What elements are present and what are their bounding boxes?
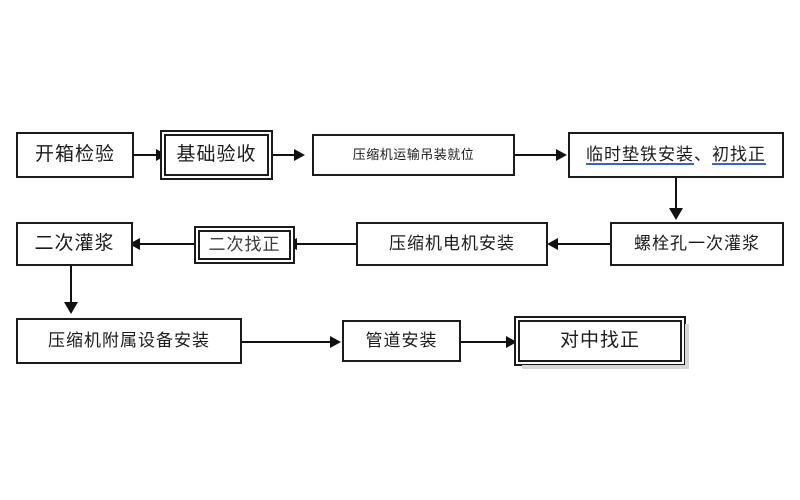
node-label: 基础验收	[176, 143, 257, 165]
node-label: 开箱检验	[34, 143, 115, 165]
node-label-separator: 、	[694, 144, 712, 164]
node-label: 二次灌浆	[34, 232, 115, 254]
connector-n9-n10-line	[242, 341, 331, 343]
node-duizhong-zhaozheng[interactable]: 对中找正	[514, 316, 689, 369]
connector-n3-n4-line	[515, 154, 557, 156]
node-luoshuankong-yici-guanjiang[interactable]: 螺栓孔一次灌浆	[610, 222, 784, 266]
connector-n1-n2-line	[134, 154, 156, 156]
connector-n8-n9-line	[70, 266, 72, 306]
connector-n10-n11-arrowhead	[506, 336, 517, 348]
connector-n7-n8-line	[140, 243, 194, 245]
node-label-part2[interactable]: 初找正	[712, 144, 766, 164]
node-inner-frame: 基础验收	[164, 134, 269, 176]
node-label: 对中找正	[559, 329, 640, 351]
node-label: 压缩机附属设备安装	[48, 330, 210, 350]
node-erci-zhaozheng[interactable]: 二次找正	[194, 226, 295, 264]
connector-n4-n5-arrowhead	[669, 208, 683, 220]
node-inner-frame: 二次找正	[198, 230, 291, 260]
connector-n4-n5-line	[675, 178, 677, 212]
node-inner-frame: 对中找正	[518, 320, 682, 362]
node-label: 螺栓孔一次灌浆	[634, 233, 760, 253]
node-label: 管道安装	[365, 330, 438, 350]
connector-n2-n3-line	[273, 154, 295, 156]
node-guandao-anzhuang[interactable]: 管道安装	[342, 320, 461, 362]
connector-n8-n9-arrowhead	[64, 302, 78, 314]
connector-n5-n6-line	[558, 243, 610, 245]
connector-n10-n11-line	[461, 341, 507, 343]
node-linshi-dietie-anzhuang-chuzhaozheng[interactable]: 临时垫铁安装、初找正	[568, 132, 784, 178]
node-erci-guanjiang[interactable]: 二次灌浆	[16, 222, 133, 266]
node-kaixiang-jianyan[interactable]: 开箱检验	[16, 132, 134, 178]
connector-n5-n6-arrowhead	[547, 238, 558, 250]
node-yunshu-diaozhuang-jiuwei[interactable]: 压缩机运输吊装就位	[312, 134, 515, 176]
node-label: 压缩机电机安装	[389, 233, 515, 253]
node-label: 压缩机运输吊装就位	[352, 146, 475, 162]
node-label-part1[interactable]: 临时垫铁安装	[586, 144, 694, 164]
connector-n7-n8-arrowhead	[129, 238, 140, 250]
node-label-group: 临时垫铁安装、初找正	[586, 144, 766, 165]
node-yasuoji-dianji-anzhuang[interactable]: 压缩机电机安装	[356, 222, 548, 266]
connector-n6-n7-line	[296, 243, 356, 245]
node-label: 二次找正	[208, 234, 281, 254]
connector-n3-n4-arrowhead	[556, 149, 567, 161]
node-fushu-shebei-anzhuang[interactable]: 压缩机附属设备安装	[16, 318, 242, 364]
node-jichu-yanshou[interactable]: 基础验收	[160, 130, 273, 180]
connector-n2-n3-arrowhead	[294, 149, 305, 161]
connector-n9-n10-arrowhead	[330, 336, 341, 348]
